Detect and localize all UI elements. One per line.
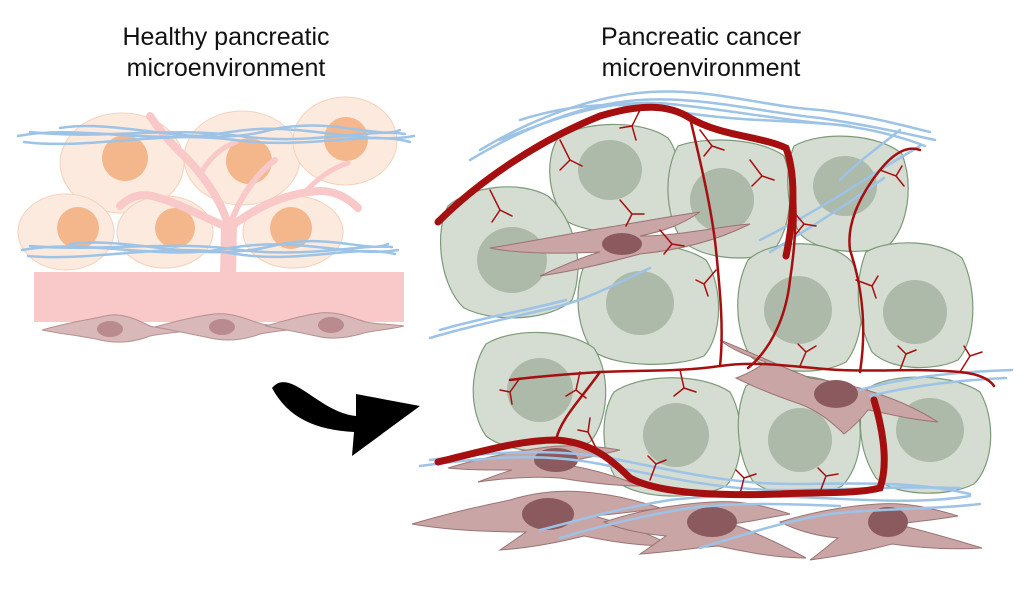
duct-branch xyxy=(116,191,233,232)
pancreatic-duct-tree xyxy=(116,112,362,283)
caf-nucleus xyxy=(814,380,858,408)
duct-branch xyxy=(226,157,278,231)
tumor-nucleus xyxy=(883,280,947,344)
acinar-nucleus xyxy=(270,207,312,249)
duct-branch xyxy=(197,139,239,178)
tumor-nucleus xyxy=(477,227,547,293)
caf-nucleus xyxy=(687,507,737,537)
tumor-nucleus xyxy=(578,140,642,200)
duct-branch xyxy=(302,160,351,195)
stellate-nucleus xyxy=(97,321,123,337)
caf-nucleus xyxy=(522,498,574,530)
tumor-nucleus xyxy=(606,271,674,335)
cancer-title-line-1: Pancreatic cancer xyxy=(600,23,802,51)
duct-branch xyxy=(146,112,233,232)
acinar-nucleus xyxy=(155,208,195,248)
tumor-nucleus xyxy=(507,358,573,422)
cancer-title: Pancreatic cancer microenvironment xyxy=(556,22,846,84)
transition-arrow xyxy=(272,382,420,456)
quiescent-stellate-cells xyxy=(41,312,405,343)
tumor-vasculature xyxy=(434,103,996,499)
healthy-title: Healthy pancreatic microenvironment xyxy=(68,22,384,84)
cancer-title-line-2: microenvironment xyxy=(601,54,801,82)
acinar-nucleus xyxy=(102,135,148,181)
tumor-nucleus xyxy=(764,276,832,344)
caf-nucleus xyxy=(602,233,642,255)
healthy-title-line-2: microenvironment xyxy=(126,54,326,82)
tumor-nucleus xyxy=(690,168,754,232)
caf-nucleus xyxy=(868,507,908,537)
caf-nuclei xyxy=(522,233,908,537)
vessel-branches xyxy=(489,109,983,495)
capillary xyxy=(554,370,602,442)
stellate-nucleus xyxy=(209,319,235,335)
collagen-fibres-healthy xyxy=(16,124,416,259)
capillary xyxy=(718,362,996,388)
acinar-nucleus xyxy=(57,207,99,249)
healthy-panel xyxy=(16,96,416,343)
capillary xyxy=(872,398,886,490)
arrow-shaft xyxy=(272,382,420,456)
duct-branch xyxy=(225,186,362,232)
capillary xyxy=(848,147,922,374)
duct-trunk xyxy=(220,217,237,283)
stellate-nucleus xyxy=(318,317,344,333)
capillary xyxy=(688,116,723,368)
capillary xyxy=(746,148,797,370)
cancer-panel xyxy=(411,90,1014,561)
healthy-title-line-1: Healthy pancreatic xyxy=(122,23,330,51)
tumor-nucleus xyxy=(768,408,832,472)
tumor-nucleus xyxy=(643,403,709,467)
